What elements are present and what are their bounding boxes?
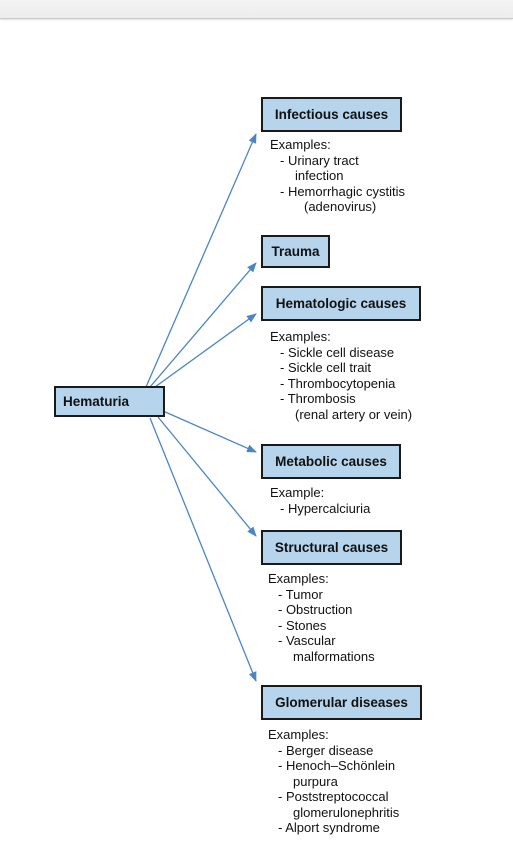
- trauma-title: Trauma: [271, 244, 320, 259]
- metabolic-causes-title: Metabolic causes: [275, 454, 387, 469]
- glomerular-diseases-title: Glomerular diseases: [275, 695, 408, 710]
- arrow-to-metabolic: [162, 410, 257, 453]
- arrow-to-hematologic: [154, 313, 257, 388]
- structural-causes-examples: Examples: - Tumor - Obstruction - Stones…: [268, 571, 375, 664]
- infectious-causes-title: Infectious causes: [274, 107, 389, 122]
- metabolic-causes-examples: Example: - Hypercalciuria: [270, 485, 371, 516]
- structural-causes-title: Structural causes: [274, 540, 389, 555]
- trauma-box: Trauma: [261, 235, 330, 268]
- arrow-to-structural: [157, 416, 257, 537]
- arrow-to-infectious: [145, 133, 257, 388]
- arrow-to-trauma: [149, 262, 257, 388]
- glomerular-diseases-box: Glomerular diseases: [261, 685, 422, 720]
- glomerular-diseases-examples: Examples: - Berger disease - Henoch–Schö…: [268, 727, 400, 835]
- arrow-to-glomerular: [149, 417, 257, 682]
- hematuria-label: Hematuria: [63, 394, 130, 409]
- structural-causes-box: Structural causes: [261, 530, 402, 565]
- metabolic-causes-box: Metabolic causes: [261, 444, 401, 479]
- infectious-causes-box: Infectious causes: [261, 97, 402, 132]
- infectious-causes-examples: Examples: - Urinary tract infection - He…: [270, 137, 405, 214]
- hematologic-causes-box: Hematologic causes: [261, 286, 421, 321]
- hematuria-box: Hematuria: [54, 386, 165, 417]
- window-top-bar: [0, 0, 513, 19]
- hematologic-causes-title: Hematologic causes: [275, 296, 407, 311]
- hematologic-causes-examples: Examples: - Sickle cell disease - Sickle…: [270, 329, 413, 422]
